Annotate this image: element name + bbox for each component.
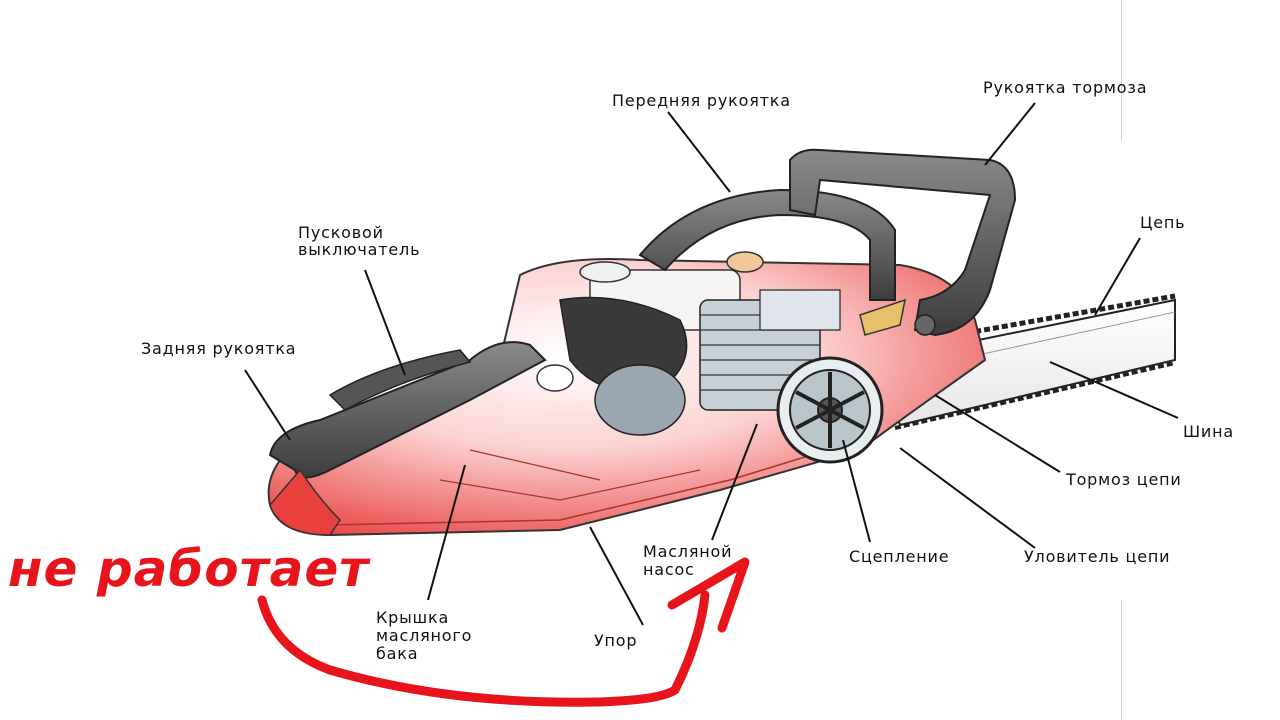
label-start-switch-line2: выключатель bbox=[298, 240, 421, 259]
saw-chain bbox=[859, 293, 1176, 430]
annotation-arrow bbox=[257, 557, 750, 707]
label-stop: Упор bbox=[594, 631, 638, 650]
label-brake-handle: Рукоятка тормоза bbox=[983, 78, 1148, 97]
label-oil-cap-line2: масляного bbox=[376, 626, 473, 645]
label-rear-handle: Задняя рукоятка bbox=[141, 339, 297, 358]
label-bar: Шина bbox=[1183, 422, 1234, 441]
rear-handle-shape bbox=[268, 341, 547, 536]
label-oil-pump-line2: насос bbox=[643, 560, 695, 579]
leader-lines bbox=[244, 102, 1179, 626]
clutch-drum bbox=[776, 356, 884, 464]
guide-line-bottom bbox=[1121, 600, 1122, 720]
label-front-handle: Передняя рукоятка bbox=[612, 91, 791, 110]
front-handle-shape bbox=[638, 188, 896, 301]
guide-line-top bbox=[1121, 0, 1122, 140]
annotation-not-working: не работает bbox=[8, 540, 370, 598]
label-start-switch-line1: Пусковой bbox=[298, 223, 384, 242]
label-chain-brake: Тормоз цепи bbox=[1066, 470, 1182, 489]
label-clutch: Сцепление bbox=[849, 547, 950, 566]
label-oil-cap-line1: Крышка bbox=[376, 608, 450, 627]
label-oil-cap-line3: бака bbox=[376, 644, 419, 663]
label-oil-pump-line1: Масляной bbox=[643, 542, 733, 561]
label-chain-catcher: Уловитель цепи bbox=[1024, 547, 1171, 566]
brake-handle-shape bbox=[789, 148, 1017, 337]
label-chain: Цепь bbox=[1140, 213, 1186, 232]
